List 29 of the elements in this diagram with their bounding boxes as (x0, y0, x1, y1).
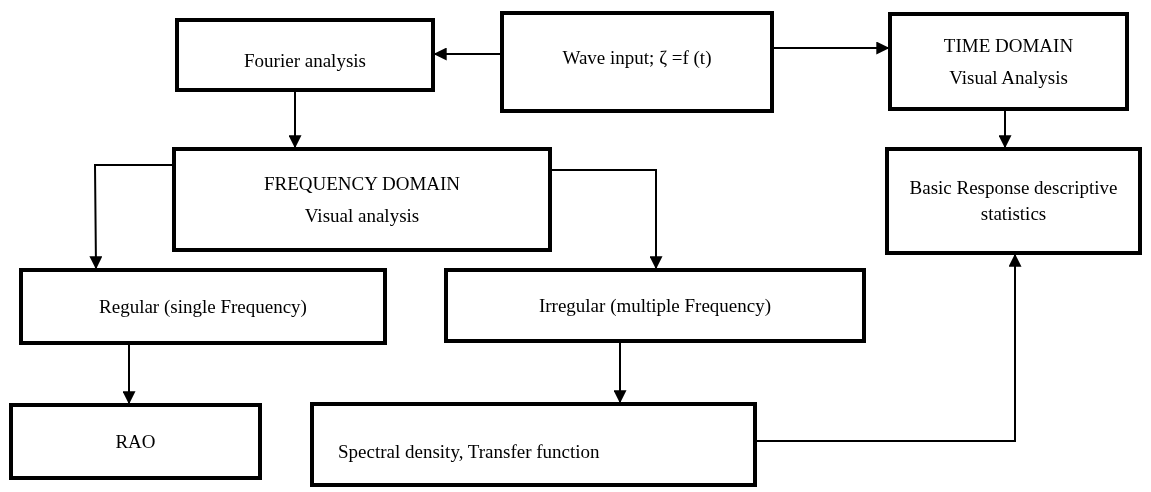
process-box (500, 11, 774, 113)
box-label: FREQUENCY DOMAIN (263, 171, 461, 196)
process-box (19, 268, 387, 345)
arrow (998, 110, 1012, 149)
arrow (551, 169, 663, 270)
box-label: Visual analysis (304, 203, 420, 228)
process-box (9, 403, 262, 480)
arrow (756, 253, 1022, 442)
box-label: Wave input; ζ =f (t) (562, 46, 712, 70)
process-box (175, 18, 435, 92)
arrow (613, 342, 627, 404)
process-box (310, 402, 757, 487)
arrow (89, 164, 173, 270)
process-box (885, 147, 1142, 255)
box-label: Basic Response descriptive statistics (908, 176, 1119, 226)
arrow (433, 47, 501, 61)
box-label: Spectral density, Transfer function (338, 440, 600, 465)
arrow (122, 344, 136, 405)
box-label: Regular (single Frequency) (99, 294, 307, 319)
box-label: Irregular (multiple Frequency) (538, 293, 772, 318)
box-label: RAO (115, 429, 156, 454)
box-label: Fourier analysis (244, 49, 366, 74)
process-box (444, 268, 866, 343)
box-label: TIME DOMAIN (943, 33, 1074, 58)
arrow (288, 91, 302, 149)
arrow (773, 41, 890, 55)
process-box (172, 147, 552, 252)
box-label: Visual Analysis (949, 65, 1068, 90)
process-box (888, 12, 1129, 111)
